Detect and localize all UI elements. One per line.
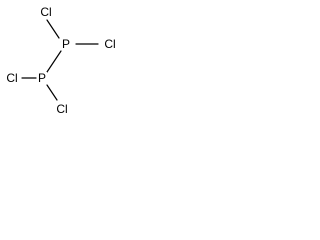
atom-p-upper: P	[60, 37, 72, 51]
bond-layer	[21, 19, 99, 101]
bond-cl1-p1	[46, 19, 60, 39]
atom-cl-top: Cl	[39, 5, 53, 19]
atom-cl-left: Cl	[5, 71, 19, 85]
atom-cl-bottom: Cl	[55, 102, 69, 116]
bond-p1-p2	[46, 50, 62, 73]
atom-p-lower: P	[36, 71, 48, 85]
structure-diagram: Cl P Cl Cl P Cl	[0, 0, 124, 121]
bond-p2-cl4	[46, 84, 58, 101]
atom-cl-right: Cl	[103, 37, 117, 51]
